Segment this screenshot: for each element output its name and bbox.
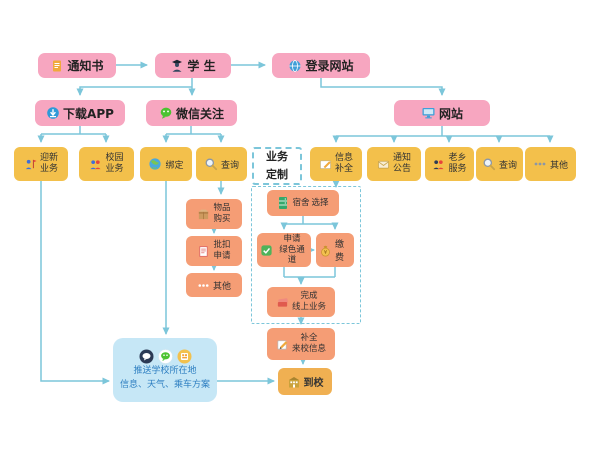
node-batch-deduct-line2: 申请 [213, 251, 231, 261]
node-biz-custom-line1: 业务 [266, 149, 288, 163]
node-web-query-label: 查询 [498, 160, 517, 171]
node-notice-letter: 通知书 [38, 53, 116, 78]
node-batch-deduct-line1: 批扣 [213, 240, 231, 251]
card-stack-icon [276, 296, 289, 309]
magnifier-icon [482, 157, 496, 171]
node-download-app: 下载APP [35, 100, 125, 126]
node-dorm-select-line1: 宿舍 [292, 197, 310, 208]
node-campus-biz-line1: 校园 [105, 152, 124, 163]
node-fill-arrival-line2: 来校信息 [291, 344, 326, 354]
node-green-channel-line2: 绿色通道 [279, 244, 305, 266]
three-dots-icon [197, 279, 210, 292]
node-welcome-biz-line1: 迎新 [39, 152, 58, 163]
wechat-app-icon [157, 349, 173, 364]
svg-text:¥: ¥ [324, 250, 328, 256]
node-dorm-select: 宿舍选择 [267, 190, 339, 216]
node-announcements-line1: 通知 [392, 152, 411, 163]
node-welcome-biz: 迎新业务 [14, 147, 68, 181]
node-info-complete-line2: 补全 [334, 164, 353, 174]
envelope-icon [377, 158, 390, 171]
node-finish-online: 完成线上业务 [267, 287, 335, 317]
bind-globe-icon [148, 157, 162, 171]
node-dorm-select-line2: 选择 [311, 197, 329, 208]
node-website: 网站 [394, 100, 490, 126]
monitor-icon [421, 106, 436, 120]
node-finish-online-line1: 完成 [300, 291, 318, 302]
node-biz-custom-line2: 定制 [266, 167, 288, 181]
node-bind-label: 绑定 [165, 160, 184, 171]
campus-app-icon [177, 349, 192, 364]
green-cabinet-icon [277, 196, 289, 210]
node-hometown-service-line1: 老乡 [448, 152, 467, 163]
node-arrive-school-label: 到校 [303, 378, 324, 389]
node-list-other-label: 其他 [212, 281, 231, 292]
graduate-student-icon [170, 59, 184, 73]
magnifier-icon [204, 157, 218, 171]
pencil-sheet-icon [276, 338, 289, 351]
node-download-app-label: 下载APP [63, 106, 114, 121]
node-goods-purchase: 物品购买 [186, 199, 242, 229]
node-pay-fee-label: 缴费 [335, 240, 345, 263]
node-biz-custom: 业务 定制 [252, 147, 302, 185]
node-web-other: 其他 [525, 147, 576, 181]
money-bag-icon: ¥ [319, 244, 332, 257]
push-info-line1: 推送学校所在地 [133, 365, 197, 376]
three-dots-icon [533, 157, 547, 171]
node-goods-purchase-line2: 购买 [213, 214, 231, 224]
biz-custom-group-border [251, 186, 361, 324]
node-wechat-follow-label: 微信关注 [175, 106, 224, 121]
node-web-other-label: 其他 [549, 160, 568, 171]
node-website-label: 网站 [438, 106, 463, 121]
node-wechat-query: 查询 [196, 147, 247, 181]
download-icon [46, 106, 60, 120]
node-fill-arrival-line1: 补全 [300, 333, 318, 344]
two-people-icon [89, 158, 102, 171]
node-goods-purchase-line1: 物品 [213, 203, 231, 214]
two-people-icon [432, 158, 445, 171]
push-app-icons [139, 349, 192, 364]
node-fill-arrival: 补全来校信息 [267, 328, 335, 360]
node-info-complete-line1: 信息 [334, 152, 353, 163]
chat-app-icon [139, 349, 154, 364]
node-wechat-query-label: 查询 [220, 160, 239, 171]
wechat-icon [159, 106, 173, 120]
globe-icon [288, 59, 302, 73]
node-green-channel: 申请绿色通道 [257, 233, 311, 267]
node-login-website: 登录网站 [272, 53, 370, 78]
node-hometown-service: 老乡服务 [425, 147, 474, 181]
node-web-query: 查询 [476, 147, 523, 181]
school-building-icon [287, 375, 301, 389]
green-check-icon [260, 244, 273, 257]
receipt-icon [197, 245, 210, 258]
node-campus-biz-line2: 业务 [105, 164, 124, 174]
carton-box-icon [197, 208, 210, 221]
node-hometown-service-line2: 服务 [448, 164, 467, 174]
node-finish-online-line2: 线上业务 [291, 302, 326, 312]
card-pencil-icon [319, 158, 332, 171]
node-login-website-label: 登录网站 [305, 59, 354, 73]
person-flag-icon [24, 158, 37, 171]
node-notice-letter-label: 通知书 [67, 59, 104, 73]
node-announcements: 通知公告 [367, 147, 421, 181]
node-list-other: 其他 [186, 273, 242, 297]
node-wechat-follow: 微信关注 [146, 100, 237, 126]
node-batch-deduct: 批扣申请 [186, 236, 242, 266]
node-campus-biz: 校园业务 [79, 147, 134, 181]
node-arrive-school: 到校 [278, 368, 332, 395]
node-green-channel-line1: 申请 [283, 234, 301, 245]
node-student-label: 学 生 [187, 59, 216, 73]
node-pay-fee: ¥ 缴费 [316, 233, 354, 267]
document-icon [50, 59, 64, 73]
push-info-line2: 信息、天气、乘车方案 [119, 379, 210, 390]
node-info-complete: 信息补全 [310, 147, 362, 181]
node-announcements-line2: 公告 [392, 164, 411, 174]
node-push-info: 推送学校所在地 信息、天气、乘车方案 [113, 338, 217, 402]
node-welcome-biz-line2: 业务 [39, 164, 58, 174]
node-student: 学 生 [155, 53, 231, 78]
node-bind: 绑定 [140, 147, 192, 181]
